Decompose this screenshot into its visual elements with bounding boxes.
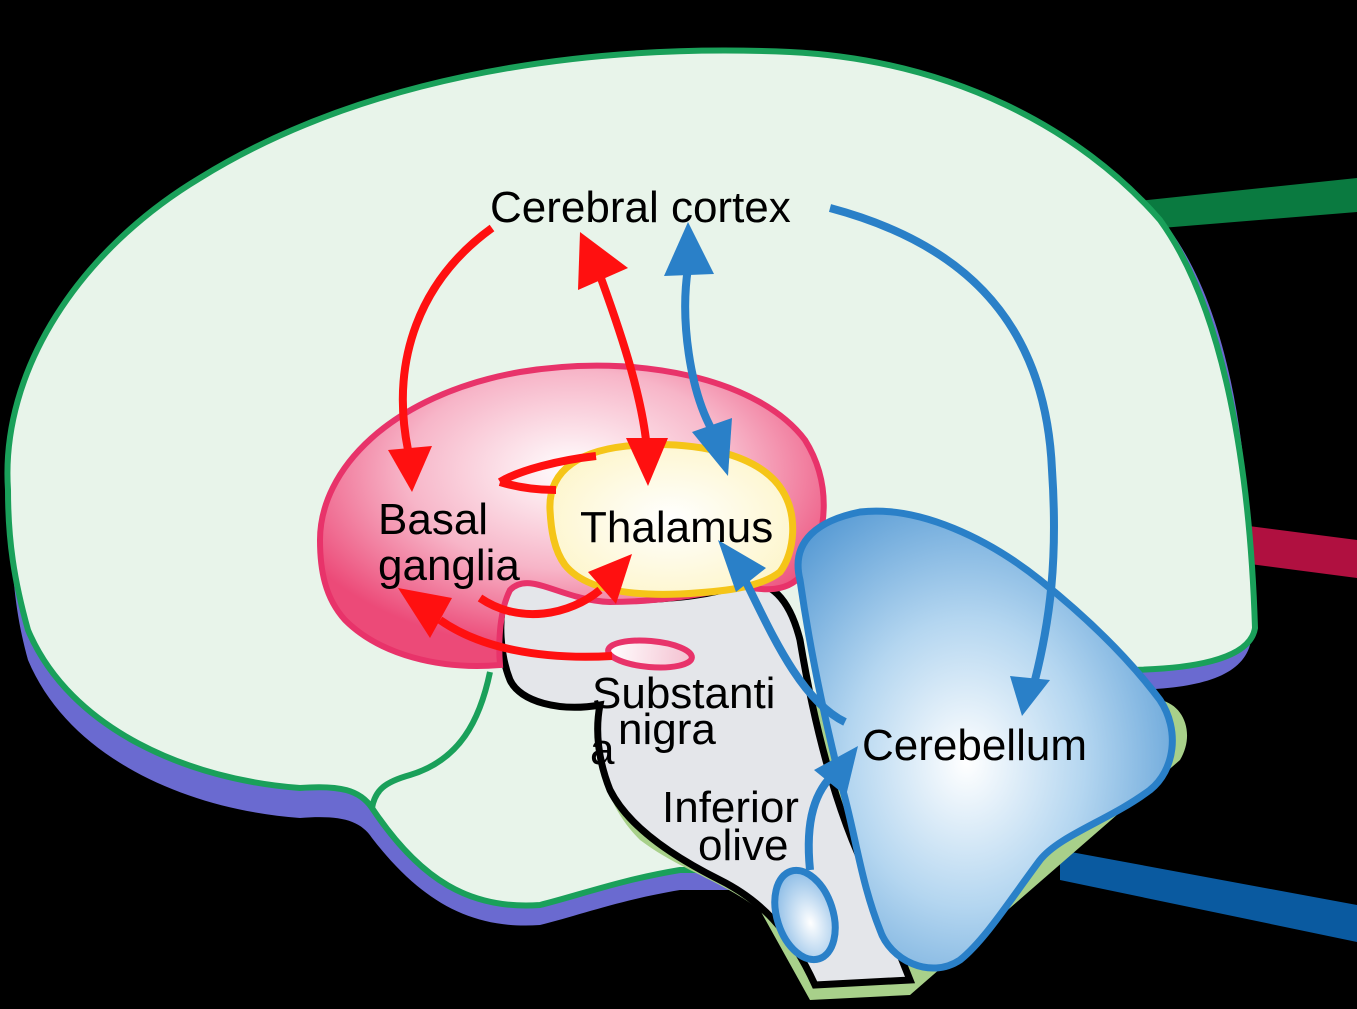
label-cerebellum: Cerebellum (862, 721, 1087, 770)
label-thalamus: Thalamus (580, 503, 773, 552)
cerebellum-pointer-line (1060, 850, 1357, 942)
label-basal-ganglia-line2: ganglia (378, 541, 520, 590)
label-substantia-line2: nigra (618, 705, 716, 754)
label-substantia-line3: a (590, 725, 615, 774)
label-inferior-olive-line2: olive (698, 821, 789, 870)
label-basal-ganglia-line1: Basal (378, 495, 488, 544)
label-cerebral-cortex: Cerebral cortex (490, 183, 791, 232)
